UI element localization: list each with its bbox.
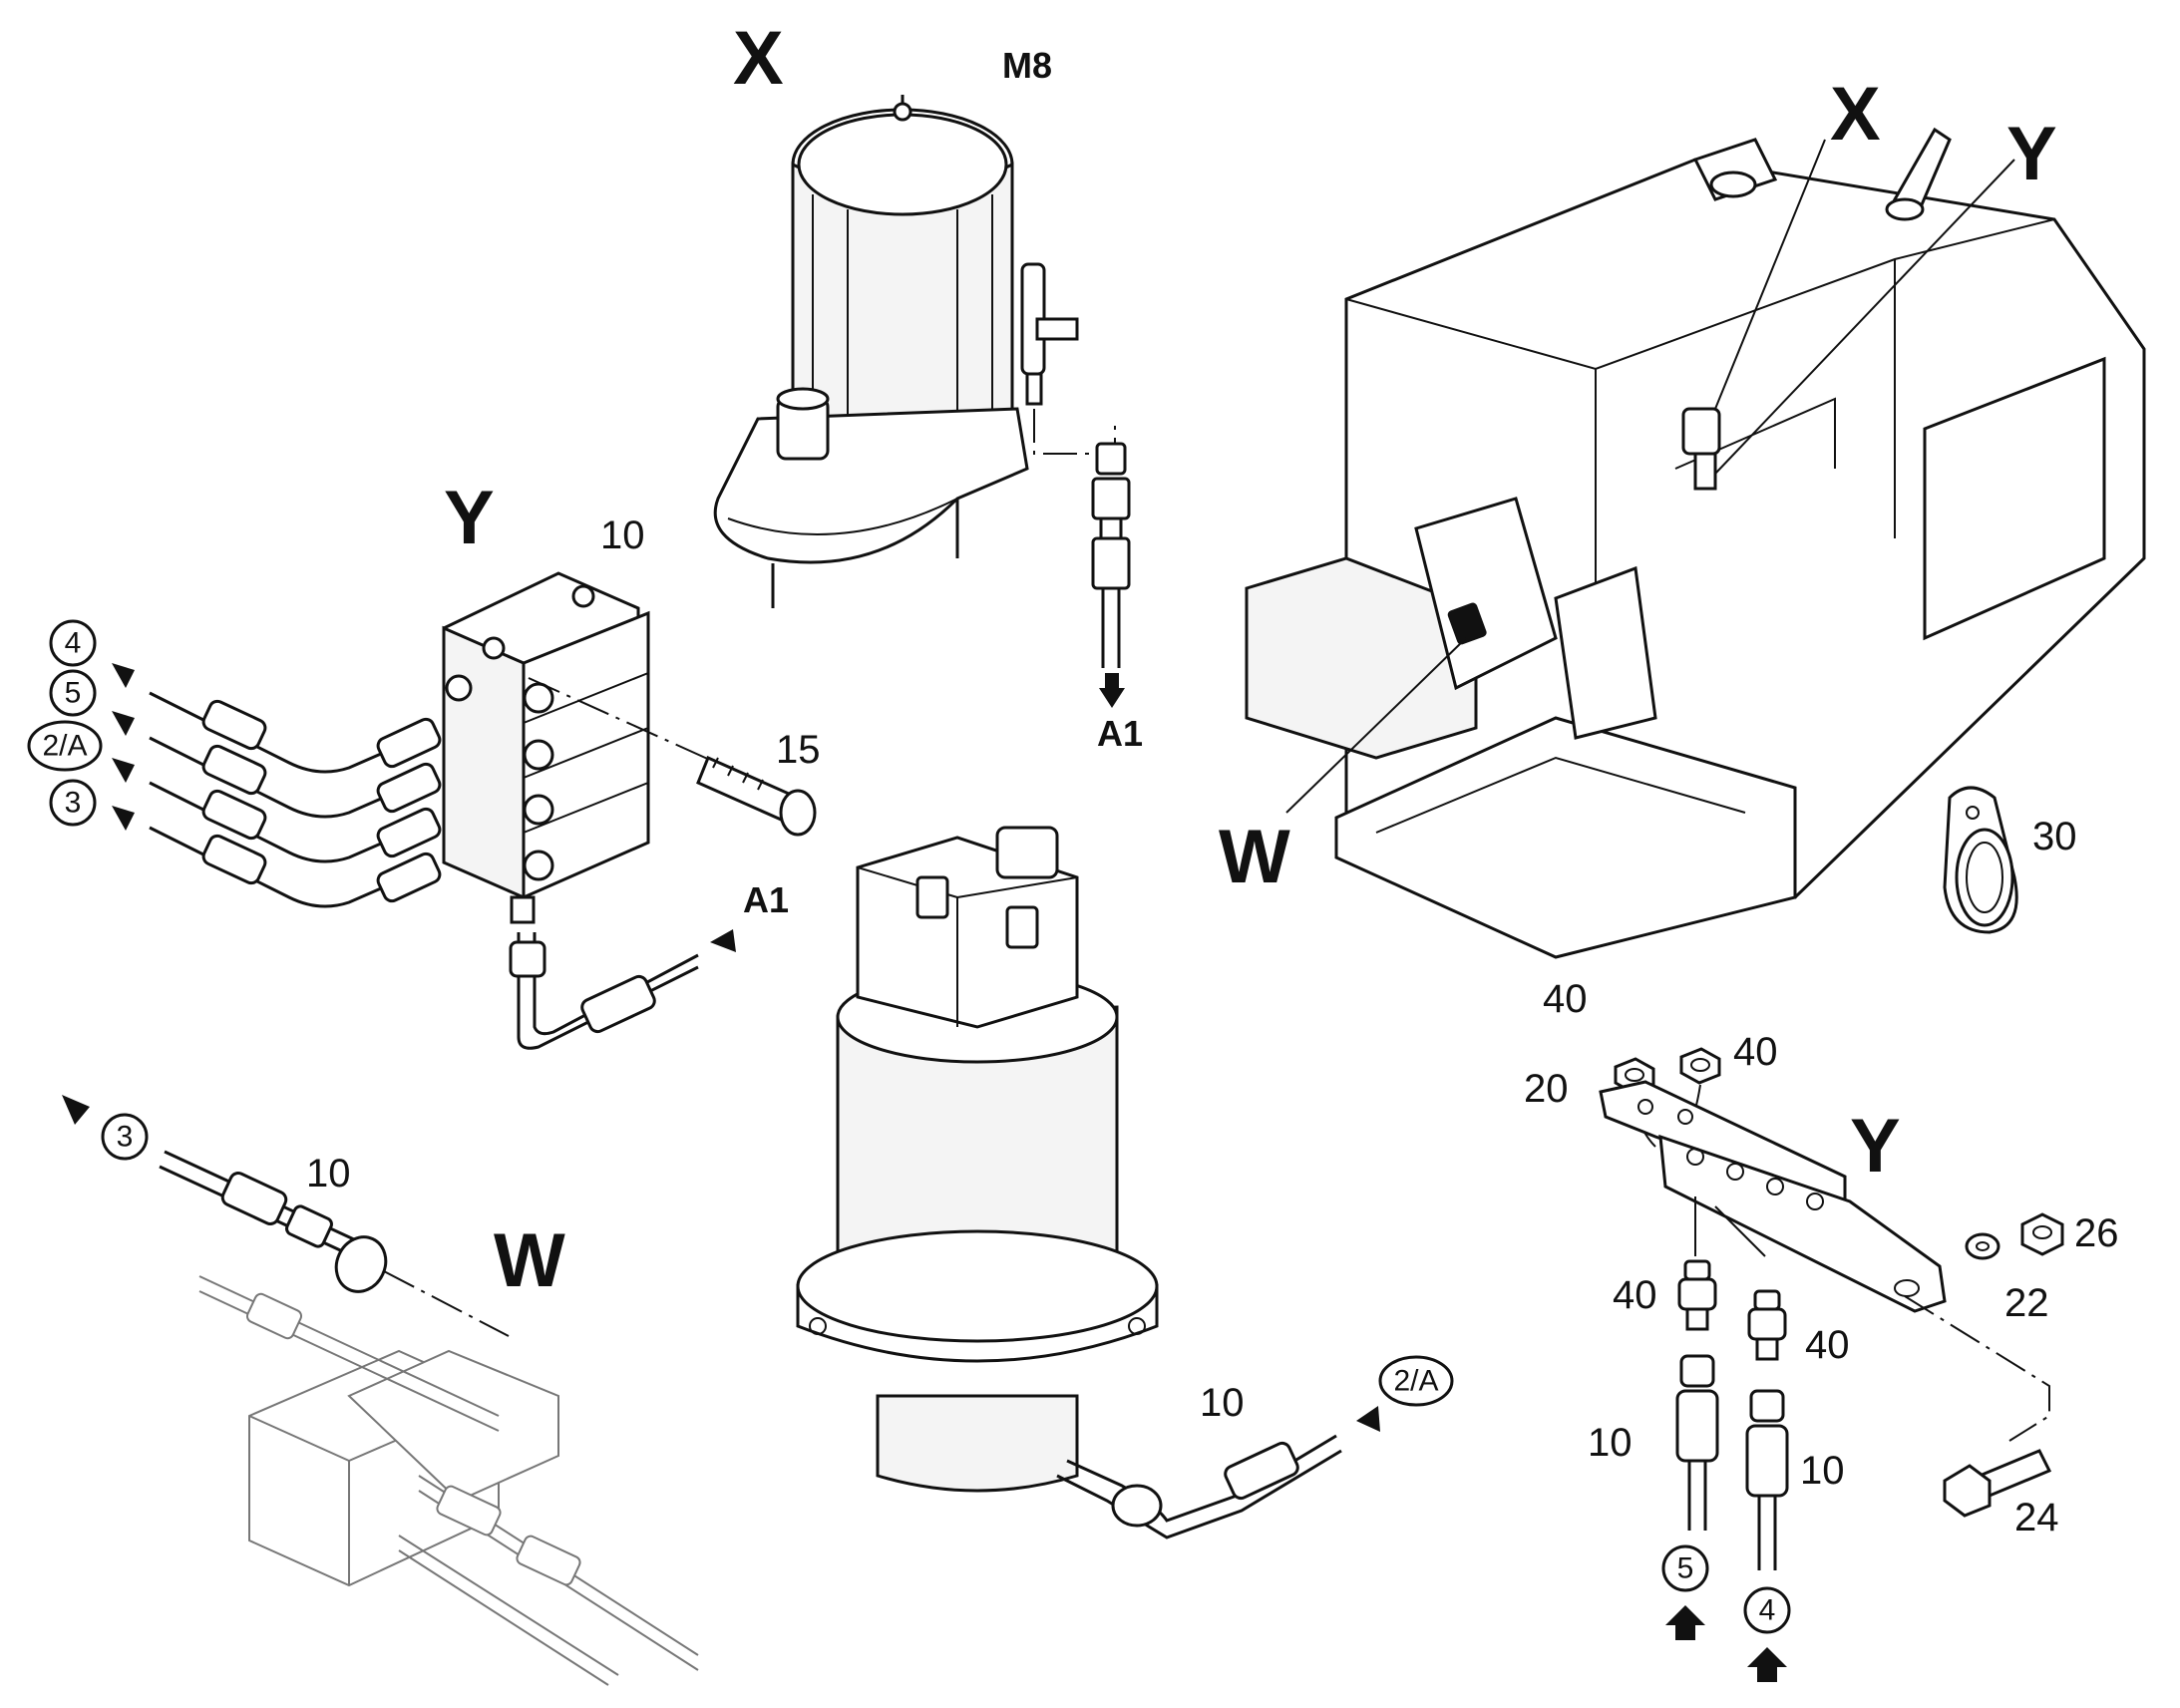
part-24: 24 (2014, 1496, 2059, 1539)
port-2a: 2/A (27, 720, 135, 783)
svg-text:4: 4 (1759, 1594, 1776, 1627)
overview-x-label: X (1830, 72, 1881, 157)
part-40-top-left: 40 (1543, 977, 1588, 1021)
overview-w-label: W (1219, 815, 1290, 899)
pipe-to-a1 (1091, 442, 1131, 708)
view-x-title: X (733, 16, 784, 101)
part-10-left: 10 (1588, 1421, 1633, 1465)
part-10-block: 10 (600, 513, 645, 557)
svg-text:2/A: 2/A (42, 730, 87, 763)
bolt-24 (1943, 1449, 2052, 1518)
part-40-top-right: 40 (1733, 1030, 1778, 1074)
view-w-title: W (494, 1218, 565, 1303)
part-10-swing: 10 (1200, 1381, 1245, 1425)
pipe-fitting-5 (1675, 1196, 1719, 1531)
nut-26 (2020, 1212, 2064, 1256)
grease-pump-base (713, 387, 1029, 608)
part-15: 15 (776, 728, 821, 772)
part-30: 30 (2032, 815, 2077, 858)
bracket-20 (1599, 1080, 1947, 1313)
view-y-title: Y (444, 476, 495, 560)
port-3: 3 (49, 779, 135, 831)
excavator-upper-structure (1245, 127, 2146, 959)
distributor-block (442, 571, 650, 924)
view-x-pump: X M8 (713, 16, 1143, 754)
distributor-location (1447, 602, 1487, 645)
part-20: 20 (1524, 1067, 1569, 1111)
svg-text:4: 4 (65, 627, 82, 660)
part-26: 26 (2074, 1211, 2119, 1255)
ghost-block-w (198, 1275, 699, 1686)
view-w-detail: W 3 10 (62, 1095, 699, 1686)
pipe-fitting-4 (1714, 1205, 1789, 1570)
grease-pump-reservoir (791, 95, 1014, 446)
part-10-right: 10 (1800, 1449, 1845, 1493)
clamp-30 (1943, 786, 2018, 934)
bolt-15 (696, 755, 817, 837)
part-40-left: 40 (1613, 1273, 1657, 1317)
swing-motor (796, 826, 1159, 1493)
view-y-bracket-title: Y (1850, 1104, 1901, 1189)
swing-motor-pipe (1056, 1406, 1380, 1539)
inlet-pipe-a1 (509, 929, 736, 1050)
svg-text:5: 5 (1677, 1552, 1694, 1585)
output-pipes (149, 691, 442, 908)
connection-a1-mid: A1 (743, 879, 789, 920)
port-4-bracket: 4 (1743, 1586, 1791, 1682)
port-4: 4 (49, 619, 135, 688)
port-3-w: 3 (62, 1095, 149, 1161)
view-x-tag: M8 (1002, 45, 1052, 86)
connection-a1-top: A1 (1097, 713, 1143, 754)
svg-text:3: 3 (117, 1121, 134, 1154)
port-2a-swing: 2/A (1378, 1355, 1454, 1407)
view-y-bracket: Y 40 40 20 26 22 (1524, 977, 2119, 1682)
svg-text:3: 3 (65, 787, 82, 820)
svg-text:5: 5 (65, 677, 82, 710)
part-40-right: 40 (1805, 1323, 1850, 1367)
pump-outlet-fitting (1020, 262, 1079, 406)
pump-location (1681, 407, 1721, 491)
part-22: 22 (2004, 1281, 2049, 1325)
overview-y-label: Y (2006, 112, 2057, 196)
port-5: 5 (49, 669, 135, 736)
view-y-distributor: Y 10 15 (27, 476, 821, 1050)
part-10-w: 10 (306, 1152, 351, 1196)
washer-22 (1965, 1232, 2000, 1260)
nut-40-b (1679, 1047, 1721, 1085)
port-5-bracket: 5 (1661, 1544, 1709, 1640)
svg-text:2/A: 2/A (1393, 1365, 1438, 1398)
pipe-w (159, 1150, 388, 1293)
